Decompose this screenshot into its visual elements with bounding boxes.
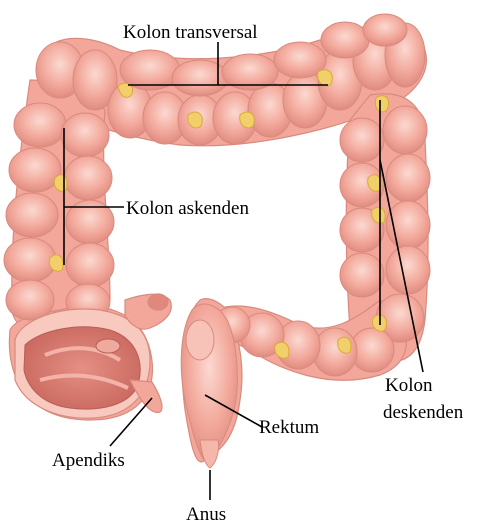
- label-appendix: Apendiks: [52, 450, 125, 471]
- label-descending-colon-line2: deskenden: [383, 402, 464, 423]
- label-rectum: Rektum: [259, 417, 319, 438]
- label-anus: Anus: [186, 504, 226, 525]
- label-transverse-colon: Kolon transversal: [123, 22, 258, 43]
- label-ascending-colon: Kolon askenden: [126, 198, 249, 219]
- label-descending-colon-line1: Kolon: [385, 375, 433, 396]
- cecum-cutaway: [15, 309, 150, 418]
- rectum: [181, 304, 237, 468]
